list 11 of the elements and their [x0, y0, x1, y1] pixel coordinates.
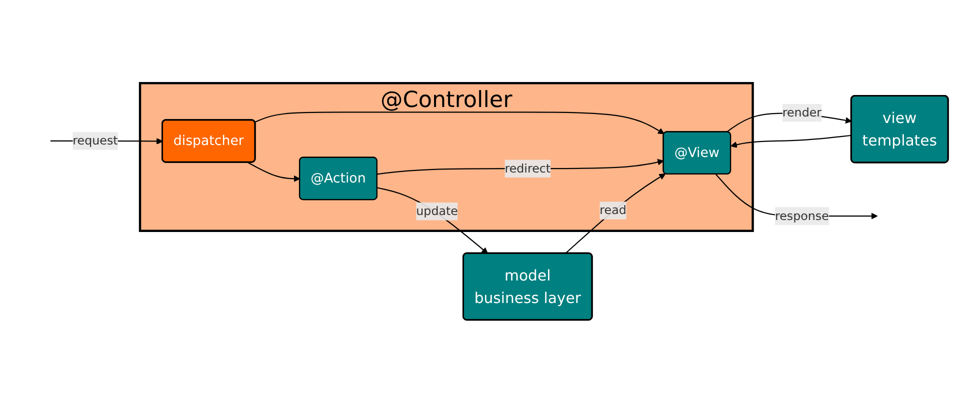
arrow — [248, 162, 300, 182]
arrow — [730, 134, 852, 148]
edge-label: request — [72, 134, 118, 148]
edge-label: read — [600, 203, 626, 218]
arrow — [254, 112, 664, 134]
edge-label: update — [416, 204, 458, 218]
edge-label: redirect — [504, 161, 551, 176]
edge-label: response — [775, 208, 829, 223]
edge-label: render — [782, 105, 822, 120]
arrow — [377, 187, 488, 254]
arrow — [565, 173, 666, 254]
